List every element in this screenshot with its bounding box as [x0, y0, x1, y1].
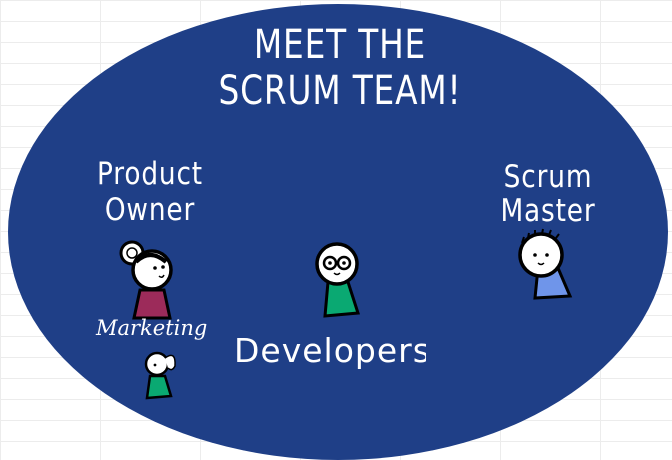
marketing-figure	[144, 351, 176, 400]
scrum-master-figure	[518, 228, 573, 300]
product-owner-line-2: Owner	[104, 192, 196, 228]
page-title: MEET THE SCRUM TEAM!	[201, 22, 480, 114]
team-ellipse	[8, 4, 668, 460]
title-line-2: SCRUM TEAM!	[218, 68, 462, 114]
product-owner-label: Product Owner	[82, 156, 218, 228]
scrum-master-line-1: Scrum	[503, 159, 593, 195]
developers-label: Developers	[234, 331, 426, 370]
product-owner-line-1: Product	[96, 156, 203, 192]
title-line-1: MEET THE	[253, 22, 427, 68]
product-owner-figure	[119, 240, 173, 320]
scrum-master-line-2: Master	[500, 193, 596, 229]
marketing-label: Marketing	[96, 316, 208, 340]
developer-figure	[315, 242, 361, 318]
scrum-master-label: Scrum Master	[489, 160, 608, 228]
